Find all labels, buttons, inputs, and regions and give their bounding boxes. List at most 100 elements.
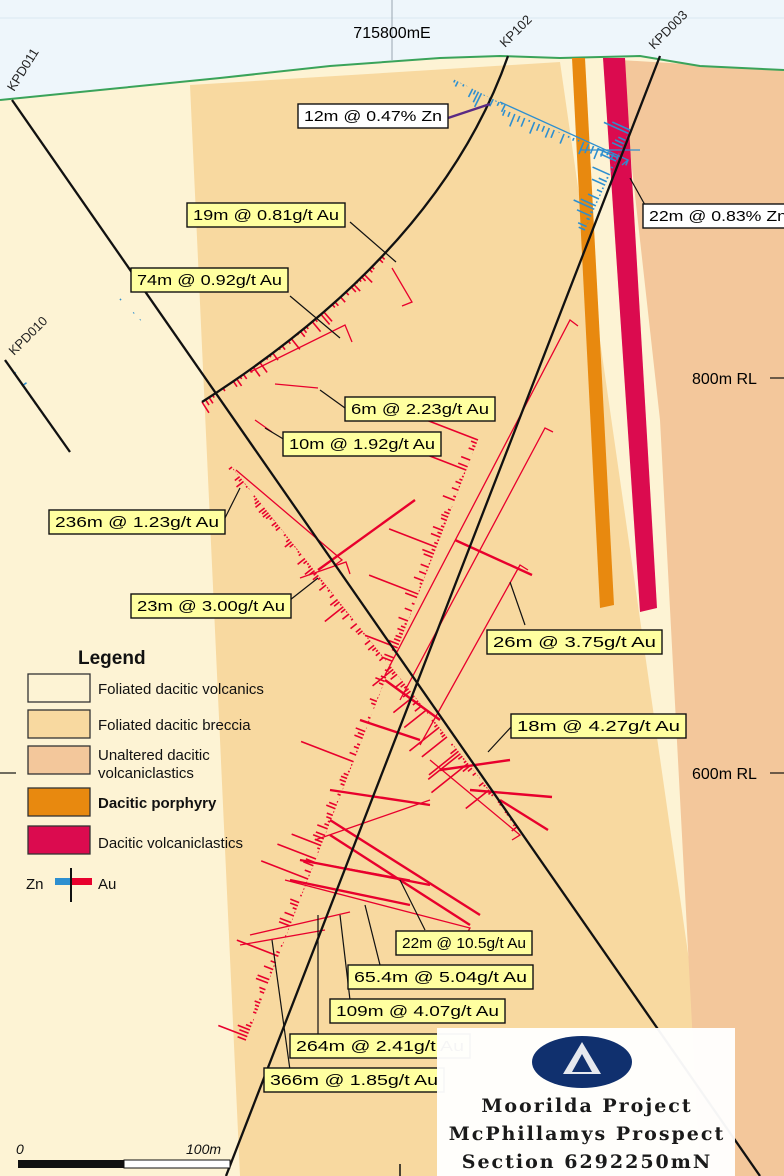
au-bar-kpd003-170 [254, 1007, 258, 1011]
au-bar-kpd011-107 [433, 724, 438, 728]
zn-bar-kp102-3 [462, 84, 465, 87]
au-bar-kpd003-103 [340, 782, 345, 786]
au-bar-kpd011-50 [326, 586, 329, 589]
intercept-box-i04 [130, 267, 289, 293]
au-bar-kpd003-12 [459, 478, 463, 481]
logo-project-name: Moorilda Project [481, 1095, 692, 1117]
au-bar-kpd003-154 [236, 939, 279, 957]
intercept-text-i10: 18m @ 4.27g/t Au [517, 718, 680, 735]
au-bar-kpd003-115 [324, 822, 330, 827]
au-bar-kpd003-169 [254, 1004, 260, 1008]
au-bar-kpd011-55 [329, 598, 339, 606]
au-bar-kpd003-26 [440, 525, 445, 528]
au-bar-kpd003-54 [398, 616, 409, 622]
zn-bar-kp102-1 [454, 81, 459, 87]
au-bar-kpd003-114 [327, 820, 331, 823]
trace-kpd010 [4, 359, 71, 453]
intercept-text-i01: 12m @ 0.47% Zn [304, 108, 442, 125]
legend-au-bar [72, 878, 92, 885]
scale-bar-start: 0 [16, 1141, 24, 1157]
au-bar-kpd003-179 [237, 1036, 247, 1041]
zn-bar-kpd003-14 [606, 176, 609, 180]
au-bar-kp102-45 [252, 366, 261, 377]
au-bar-kpd003-13 [455, 480, 462, 485]
au-bar-kpd011-89 [395, 680, 404, 688]
au-bar-kpd011-111 [441, 733, 446, 738]
zn-bar-kpd011-3 [139, 318, 142, 321]
leader-i08 [289, 577, 319, 601]
au-bar-kpd003-83 [367, 716, 371, 719]
bracket-dh3-upper [384, 319, 579, 676]
au-bar-kp102-11 [353, 284, 361, 292]
au-bar-kpd011-133 [486, 786, 488, 789]
intercept-box-i03 [186, 202, 346, 228]
intercept-text-i02: 22m @ 0.83% Zn [649, 208, 784, 225]
au-bar-kpd003-162 [255, 977, 269, 984]
au-bar-kpd003-1 [470, 440, 477, 445]
zn-bar-kp102-7 [472, 89, 477, 95]
au-bar-kpd011-76 [375, 649, 379, 653]
zn-bar-kp102-lower-1 [507, 111, 511, 118]
au-bar-kpd003-78 [369, 697, 378, 703]
au-bar-kpd011-36 [298, 553, 302, 557]
intercept-text-i06: 10m @ 1.92g/t Au [289, 436, 435, 453]
legend-swatch-dacitic-volcaniclastics [27, 825, 91, 855]
au-bar-kpd011-23 [271, 521, 277, 527]
legend-label-foliated-breccia: Foliated dacitic breccia [98, 717, 251, 734]
leader-i15 [271, 939, 291, 1071]
au-bar-kpd003-131 [260, 860, 309, 880]
intercept-box-i13 [329, 998, 506, 1024]
au-bar-kpd011-131 [478, 782, 484, 787]
legend-swatch-dacitic-porphyry [27, 787, 91, 817]
au-bar-kpd003-175 [245, 1023, 252, 1028]
au-bar-kpd003-158 [263, 965, 274, 971]
au-bar-kpd003-106 [337, 793, 341, 797]
au-bar-kpd003-46 [368, 574, 419, 595]
au-bar-kpd003-60 [393, 637, 401, 642]
zn-bar-kpd003-24 [590, 210, 594, 214]
zn-bar-kpd003-23 [573, 199, 595, 211]
leader-i11 [399, 879, 426, 931]
zn-bar-kp102-0 [453, 79, 456, 83]
au-bar-kpd003-91 [356, 743, 361, 746]
zn-bar-kpd003-1 [603, 121, 629, 135]
au-bar-kpd011-31 [284, 541, 293, 548]
easting-label: 715800mE [353, 25, 430, 42]
au-bar-kpd011-48 [321, 582, 325, 586]
au-bar-kpd011-115 [450, 743, 454, 746]
au-spike-3 [359, 718, 421, 742]
au-bar-kpd011-101 [403, 709, 427, 729]
au-spike-11 [289, 878, 411, 907]
au-bar-kpd011-90 [400, 683, 406, 688]
bracket-dh3-mid [419, 564, 529, 746]
au-bar-kpd003-178 [218, 1024, 248, 1038]
intercept-text-i13: 109m @ 4.07g/t Au [336, 1003, 499, 1020]
zn-bar-kp102-lower-2 [509, 113, 516, 127]
intercept-box-i11 [395, 930, 533, 956]
au-bar-kpd003-89 [354, 734, 363, 740]
au-bar-kpd011-39 [303, 560, 308, 565]
zn-bar-kp102-lower-12 [559, 133, 565, 144]
au-bar-kpd003-142 [284, 911, 295, 917]
rl-labels: 800m RL 600m RL [0, 371, 784, 783]
au-bar-kpd003-11 [461, 475, 465, 478]
au-bar-kpd003-25 [443, 522, 446, 525]
au-bar-kpd003-61 [388, 639, 400, 646]
au-bar-kpd003-44 [419, 586, 422, 589]
au-bar-kpd003-2 [472, 444, 476, 448]
au-bar-kpd003-168 [254, 1000, 261, 1004]
intercept-box-i09 [486, 629, 663, 655]
intercept-box-i08 [130, 593, 292, 619]
zn-bar-kpd003-29 [578, 226, 586, 231]
zn-bar-kpd003-4 [614, 139, 625, 145]
au-bar-kpd011-20 [265, 514, 271, 520]
bracket-i05 [274, 383, 319, 389]
zn-bar-kp102-17 [500, 104, 506, 113]
intercept-text-i04: 74m @ 0.92g/t Au [137, 272, 282, 289]
bracket-i13 [314, 799, 431, 841]
au-bar-kpd011-12 [253, 495, 256, 498]
intercept-box-i01 [297, 103, 449, 129]
au-bar-kpd003-35 [423, 553, 433, 559]
bracket-i03 [391, 267, 413, 307]
au-bar-kpd003-3 [468, 447, 475, 451]
